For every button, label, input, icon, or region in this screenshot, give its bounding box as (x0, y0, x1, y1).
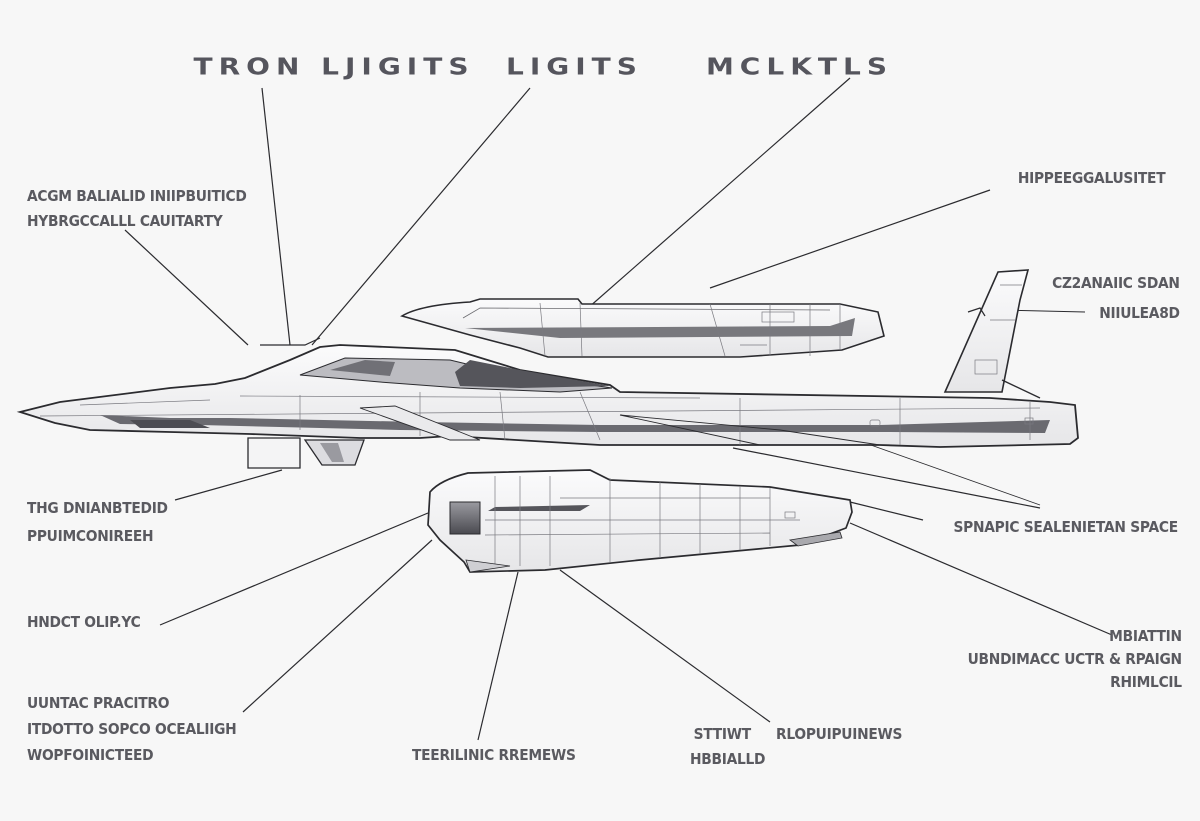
leader-line (849, 501, 924, 521)
leader-line (732, 447, 1041, 509)
title-part-2: LIGITS (506, 53, 643, 81)
callout-label-bottom-mid-b: RLOPUIPUINEWS (776, 722, 902, 747)
callout-line-text: HYBRGCCALLL CAUITARTY (27, 212, 223, 230)
callout-line-text: HBBIALLD (690, 750, 766, 768)
callout-label-top-left: ACGM BALIALID INIIPBUITICD HYBRGCCALLL C… (27, 184, 247, 234)
callout-line-text: WOPFOINICTEED (27, 746, 154, 764)
callout-line-text: ITDOTTO SOPCO OCEALIIGH (27, 720, 237, 738)
leader-line (587, 77, 851, 309)
callout-line-text: HNDCT OLIP.YC (27, 613, 141, 631)
callout-label-lower-left-2: UUNTAC PRACITRO ITDOTTO SOPCO OCEALIIGH … (27, 690, 237, 768)
leader-line (261, 87, 291, 346)
callout-line-text: HIPPEEGGALUSITET (1017, 169, 1165, 187)
leader-line (159, 512, 429, 626)
leader-line (559, 569, 771, 723)
callout-label-top-right: HIPPEEGGALUSITET (1017, 166, 1165, 191)
leader-line (849, 522, 1113, 636)
callout-label-lower-left-1: HNDCT OLIP.YC (27, 610, 141, 635)
callout-line-text: UUNTAC PRACITRO (27, 694, 170, 712)
callout-label-mid-left: THG DNIANBTEDID PPUIMCONIREEH (27, 494, 168, 550)
diagram-title: TRON LJIGITS LIGITS MCLKTLS (162, 26, 893, 80)
callout-label-bottom-center: TEERILINIC RREMEWS (412, 743, 576, 768)
upper-pod (400, 298, 885, 358)
callout-label-mid-right: SPNAPIC SEALENIETAN SPACE (953, 515, 1179, 540)
title-part-3: MCLKTLS (705, 53, 893, 81)
title-part-1: TRON LJIGITS (193, 53, 475, 81)
main-ship (16, 269, 1079, 469)
callout-line-text: CZ2ANAIIC SDAN (1052, 274, 1180, 292)
callout-line-text: NIIULEA8D (1099, 304, 1181, 322)
callout-line-text: RHIMLCIL (1110, 673, 1182, 691)
callout-line-text: ACGM BALIALID INIIPBUITICD (27, 187, 247, 205)
callout-line-text: PPUIMCONIREEH (27, 527, 154, 545)
callout-label-bottom-mid-a: STTIWT HBBIALLD (690, 722, 766, 772)
callout-line-text: MBIATTIN (1109, 627, 1182, 645)
callout-line-text: UBNDIMACC UCTR & RPAIGN (967, 650, 1182, 668)
callout-line-text: SPNAPIC SEALENIETAN SPACE (953, 518, 1179, 536)
callout-label-lower-right: MBIATTIN UBNDIMACC UCTR & RPAIGN RHIMLCI… (968, 625, 1182, 694)
lower-pod (427, 469, 853, 573)
callout-line-text: TEERILINIC RREMEWS (412, 746, 576, 764)
leader-line (477, 571, 519, 741)
leader-line (174, 469, 283, 501)
callout-label-tail: CZ2ANAIIC SDAN NIIULEA8D (1052, 268, 1180, 328)
leader-line (311, 87, 531, 346)
callout-line-text: STTIWT (693, 725, 751, 743)
leader-line (242, 539, 433, 713)
leader-line (709, 189, 991, 289)
callout-line-text: RLOPUIPUINEWS (776, 725, 903, 743)
callout-line-text: THG DNIANBTEDID (27, 499, 168, 517)
leader-line (124, 229, 249, 346)
